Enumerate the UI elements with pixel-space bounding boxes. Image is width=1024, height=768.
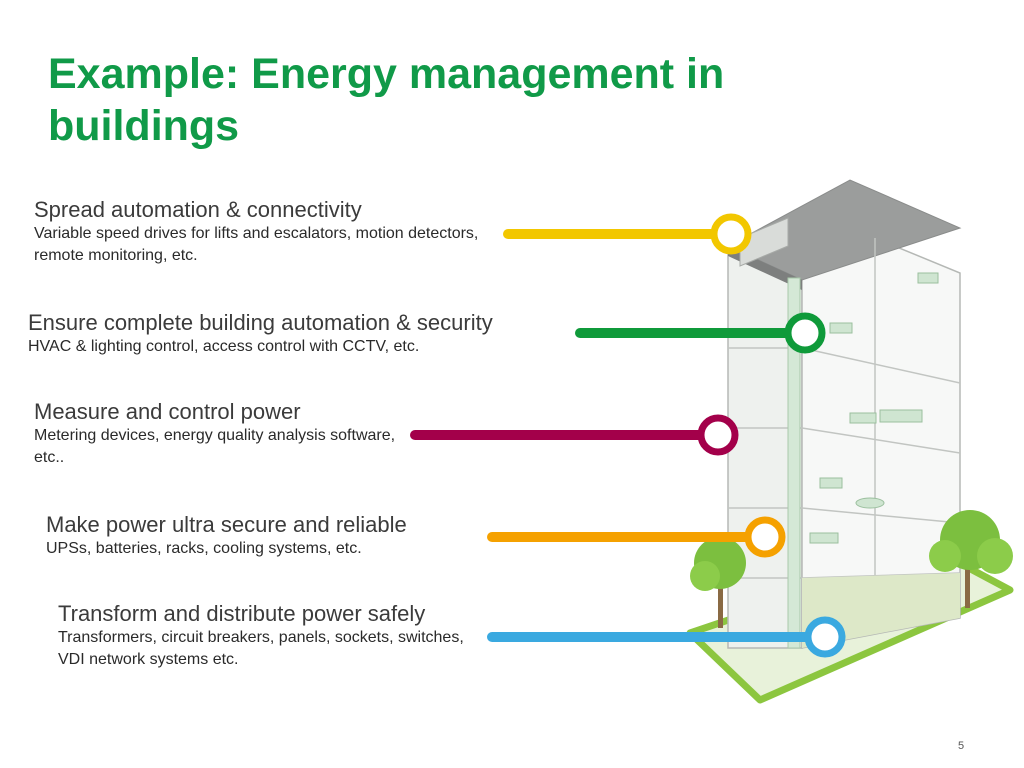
- connector-distribute: [487, 616, 846, 658]
- item-automation-connectivity: Spread automation & connectivity Variabl…: [34, 197, 494, 267]
- item-heading: Make power ultra secure and reliable: [46, 512, 407, 537]
- ring-marker: [804, 616, 846, 658]
- item-description: Transformers, circuit breakers, panels, …: [58, 629, 464, 668]
- item-secure-reliable-power: Make power ultra secure and reliable UPS…: [46, 512, 486, 560]
- office-furniture: [809, 272, 939, 544]
- item-heading: Ensure complete building automation & se…: [28, 310, 493, 335]
- item-description: HVAC & lighting control, access control …: [28, 338, 420, 355]
- building-roof: [726, 179, 962, 281]
- item-heading: Spread automation & connectivity: [34, 197, 362, 222]
- item-description: Variable speed drives for lifts and esca…: [34, 225, 479, 264]
- item-building-automation-security: Ensure complete building automation & se…: [28, 310, 588, 358]
- elevator-shaft: [787, 277, 801, 649]
- item-measure-control-power: Measure and control power Metering devic…: [34, 399, 409, 469]
- page-number: 5: [958, 740, 965, 752]
- rooftop-structure: [739, 217, 789, 267]
- connector-automation: [503, 213, 752, 255]
- item-heading: Measure and control power: [34, 399, 301, 424]
- connector-security: [575, 312, 826, 354]
- tree-right: [929, 510, 1013, 608]
- ring-marker: [697, 414, 739, 456]
- item-description: UPSs, batteries, racks, cooling systems,…: [46, 540, 362, 557]
- ring-marker: [744, 516, 786, 558]
- item-heading: Transform and distribute power safely: [58, 601, 426, 626]
- connector-reliable: [487, 516, 786, 558]
- ring-marker: [784, 312, 826, 354]
- tree-left: [690, 537, 746, 628]
- slide-title: Example: Energy management in buildings: [48, 50, 725, 150]
- floor-lines: [728, 238, 961, 633]
- ring-marker: [710, 213, 752, 255]
- item-description: Metering devices, energy quality analysi…: [34, 427, 396, 466]
- connector-measure: [410, 414, 739, 456]
- item-transform-distribute-power: Transform and distribute power safely Tr…: [58, 601, 478, 671]
